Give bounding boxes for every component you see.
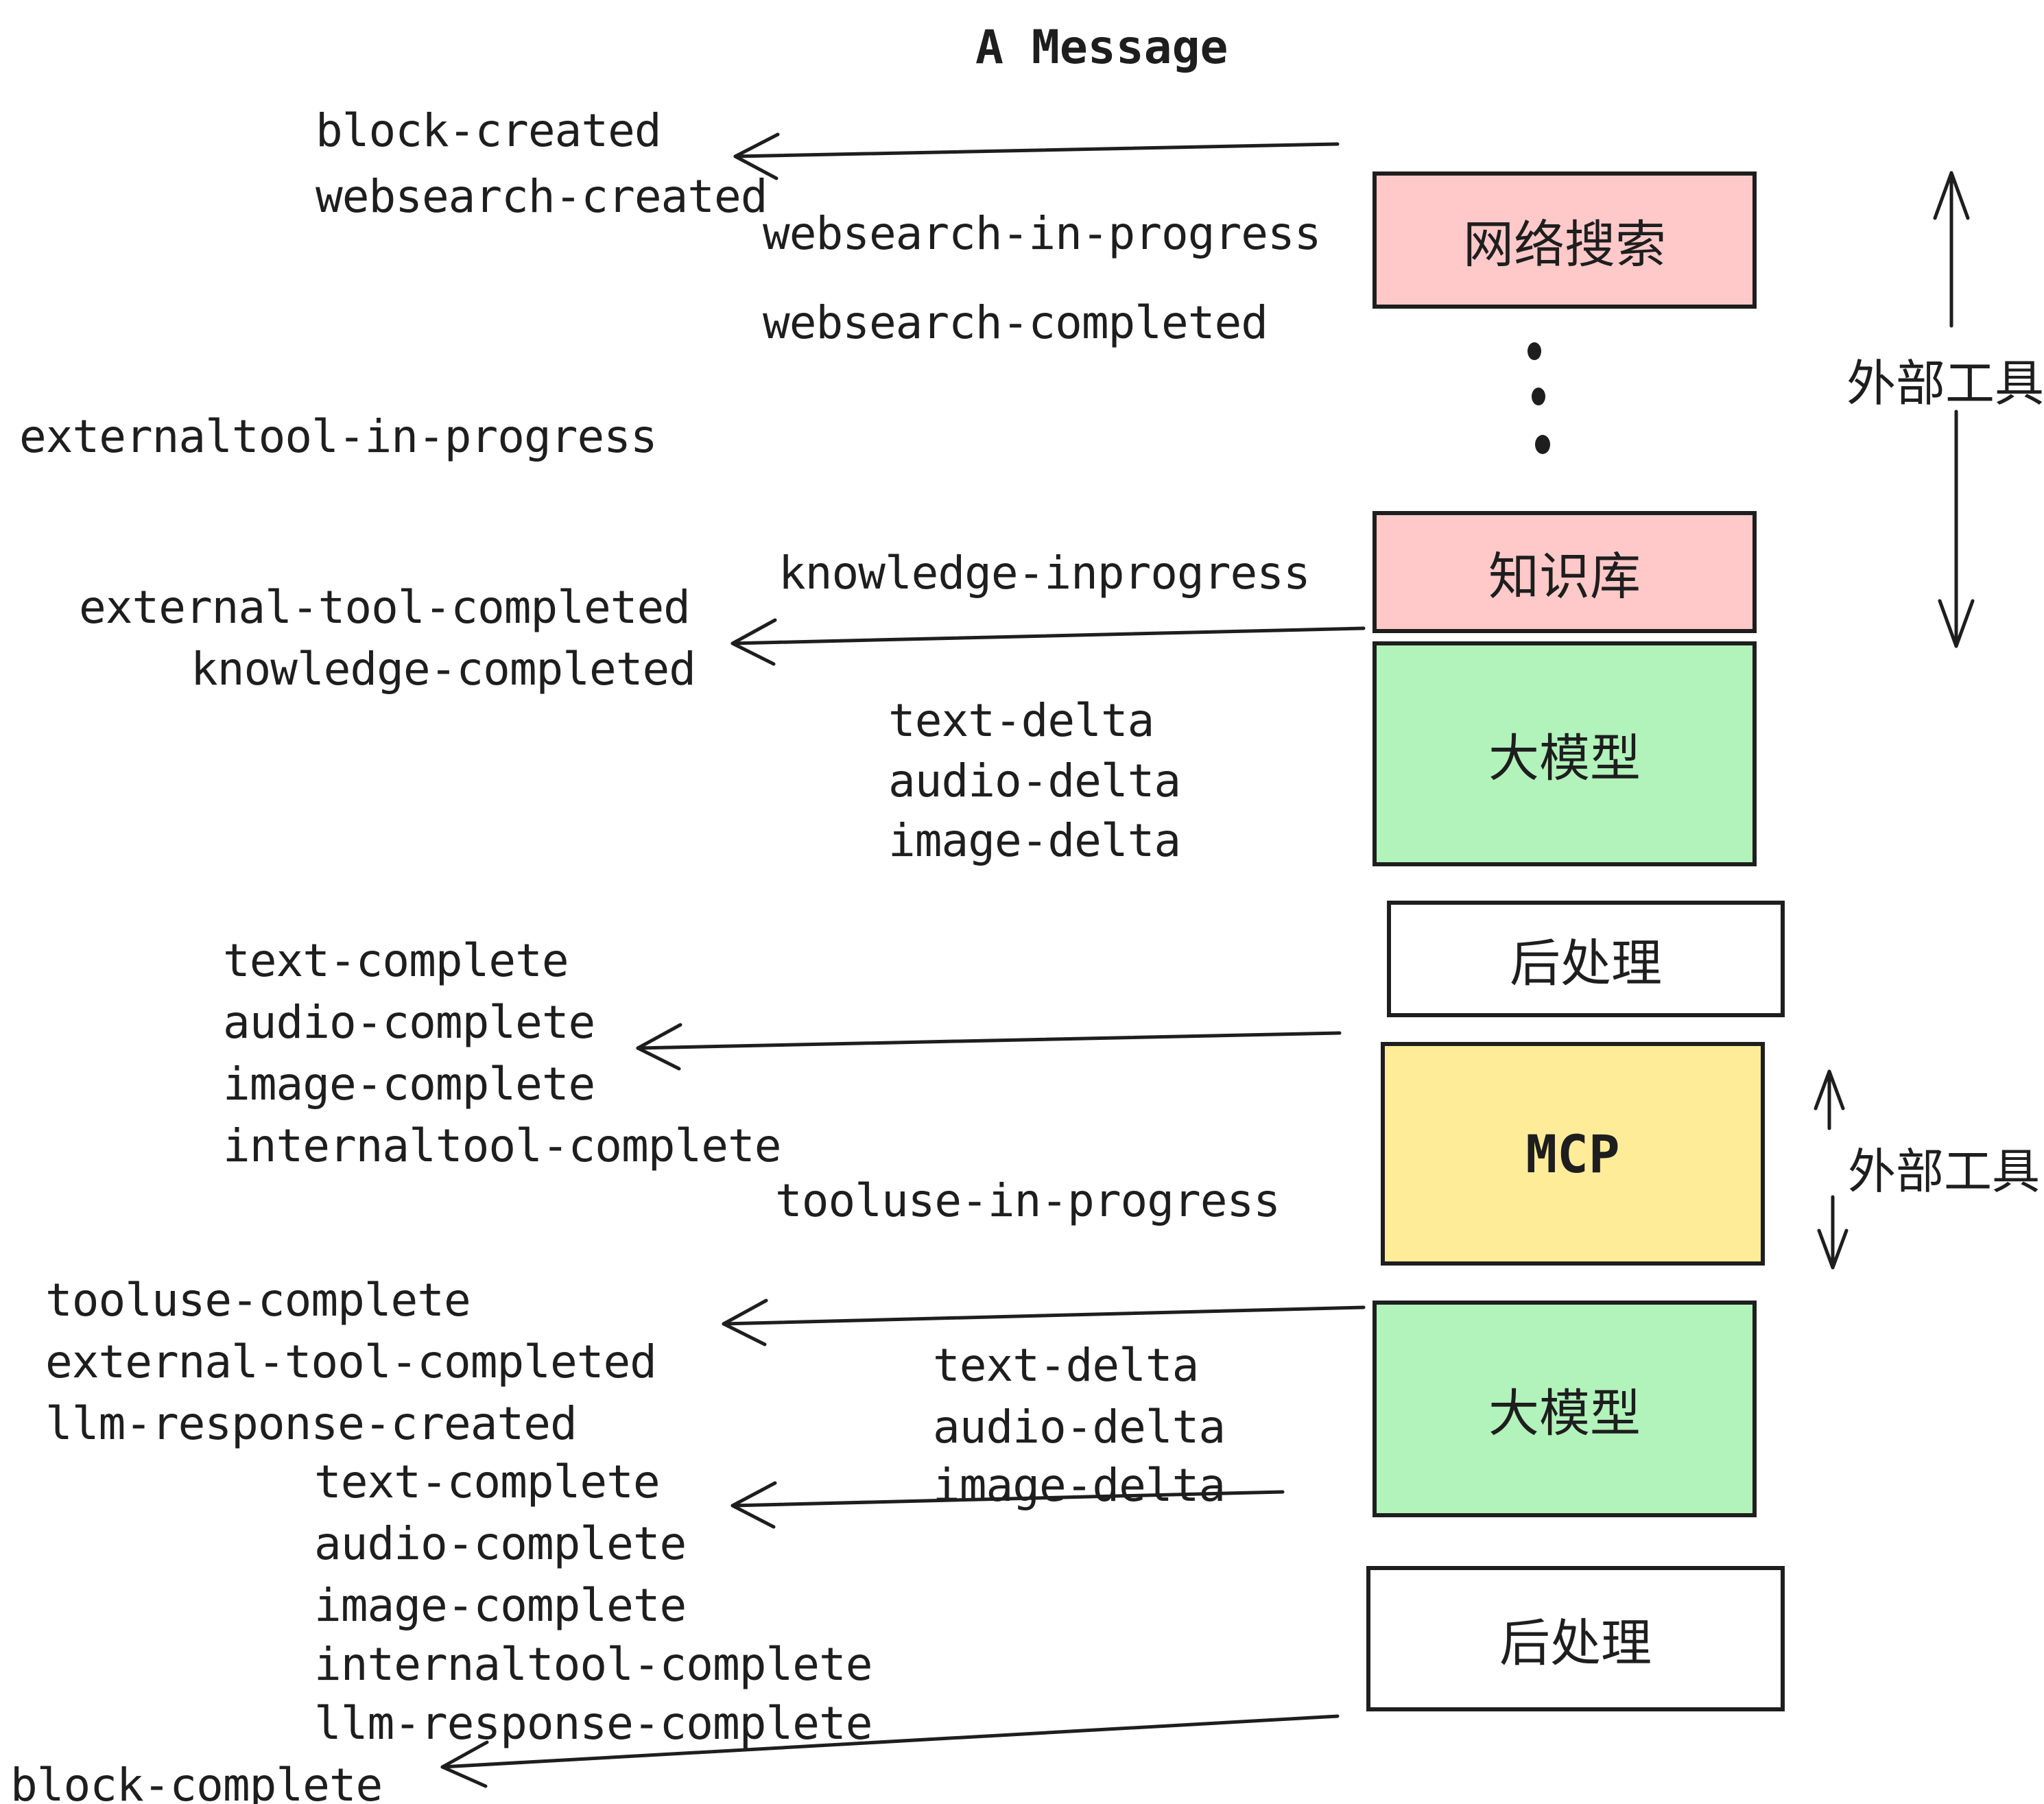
external-tool-mcp-arrowhead-down [1817,1229,1849,1270]
event-label-external-tool-completed-2: external-tool-completed [45,1336,657,1388]
node-knowledge: 知识库 [1372,511,1757,633]
side-label-external-tool-top: 外部工具 [1846,357,2044,412]
external-tool-top-arrowhead-up [1933,171,1970,220]
node-knowledge-label: 知识库 [1488,547,1641,605]
arrowhead-to-block-complete [440,1740,489,1788]
arrow-to-knowledge-completed [730,626,1366,645]
event-label-image-complete-1: image-complete [223,1058,595,1111]
ellipsis-dot-3 [1535,435,1550,454]
node-llm-2-label: 大模型 [1488,1384,1641,1442]
event-label-audio-complete-1: audio-complete [223,996,595,1049]
event-label-internaltool-complete-1: internaltool-complete [223,1119,781,1172]
arrow-to-block-complete [440,1714,1340,1769]
node-llm-2: 大模型 [1372,1301,1757,1517]
event-label-knowledge-inprogress: knowledge-inprogress [779,547,1311,600]
node-llm-1-label: 大模型 [1488,729,1641,787]
event-label-text-complete-1: text-complete [223,934,569,987]
event-label-websearch-completed: websearch-completed [763,296,1268,349]
event-label-llm-response-created: llm-response-created [45,1397,578,1450]
event-label-image-complete-2: image-complete [314,1579,687,1632]
event-label-websearch-created: websearch-created [316,170,768,223]
node-postprocess-1: 后处理 [1387,901,1785,1017]
event-label-llm-response-complete: llm-response-complete [314,1697,872,1750]
arrowhead-to-audio-complete [730,1481,777,1529]
arrow-to-tooluse-complete [722,1305,1366,1326]
event-label-tooluse-complete: tooluse-complete [45,1274,471,1327]
node-postprocess-2: 后处理 [1366,1566,1785,1711]
event-label-websearch-in-progress: websearch-in-progress [763,207,1321,260]
event-label-audio-complete-2: audio-complete [314,1517,687,1570]
event-label-audio-delta-2: audio-delta [933,1401,1226,1453]
arrowhead-to-knowledge-completed [730,618,777,666]
ellipsis-dot-2 [1532,388,1545,405]
event-label-knowledge-completed: knowledge-completed [191,643,696,696]
event-label-image-delta-1: image-delta [888,814,1181,867]
event-label-text-delta-2: text-delta [933,1339,1199,1392]
event-label-block-created: block-created [316,104,662,157]
event-label-externaltool-in-progress: externaltool-in-progress [19,410,658,463]
node-mcp: MCP [1381,1042,1765,1266]
diagram-title: A Message [975,21,1228,75]
event-label-text-complete-2: text-complete [314,1456,661,1508]
arrow-to-image-complete [636,1031,1342,1050]
event-label-block-complete: block-complete [10,1759,383,1804]
side-label-external-tool-mcp: 外部工具 [1848,1145,2040,1198]
event-label-tooluse-in-progress: tooluse-in-progress [775,1174,1281,1227]
arrowhead-to-websearch-created [733,132,780,180]
arrow-to-websearch-created [733,142,1340,158]
event-label-internaltool-complete-2: internaltool-complete [314,1638,872,1691]
external-tool-top-arrowhead-down [1938,599,1975,648]
event-label-image-delta-2: image-delta [933,1459,1226,1512]
node-websearch-label: 网络搜索 [1463,215,1666,273]
ellipsis-dot-1 [1528,342,1541,360]
event-label-audio-delta-1: audio-delta [888,755,1181,807]
event-label-external-tool-completed-1: external-tool-completed [79,581,691,634]
node-postprocess-1-label: 后处理 [1510,934,1662,992]
node-llm-1: 大模型 [1372,641,1757,866]
external-tool-mcp-arrowhead-up [1814,1069,1845,1111]
arrowhead-to-image-complete [636,1023,682,1071]
arrowhead-to-tooluse-complete [722,1298,768,1346]
event-label-text-delta-1: text-delta [888,694,1154,747]
node-postprocess-2-label: 后处理 [1499,1614,1652,1672]
arrow-to-audio-complete [730,1490,1285,1508]
node-websearch: 网络搜索 [1372,171,1757,309]
node-mcp-label: MCP [1525,1123,1620,1185]
